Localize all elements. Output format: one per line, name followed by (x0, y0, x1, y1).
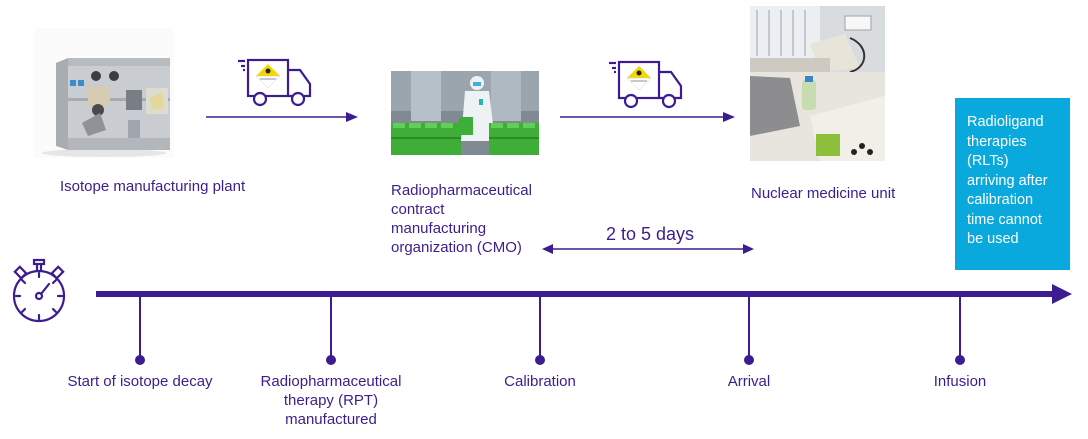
radioactive-delivery-truck-icon (236, 58, 316, 108)
radioactive-delivery-truck-icon (607, 60, 687, 110)
duration-label: 2 to 5 days (605, 224, 695, 244)
note-line: be used (967, 231, 1019, 247)
milestone-label-line: Calibration (504, 373, 576, 390)
flow-arrow-cmo-to-nuclear-unit (560, 110, 738, 124)
note-line: time cannot (967, 211, 1042, 228)
cleanroom-worker-photo (391, 71, 539, 155)
stopwatch-icon (10, 258, 72, 326)
milestone-dot (135, 355, 145, 365)
stage-label-cmo-line: manufacturing (391, 220, 487, 237)
note-line: arriving after (967, 172, 1048, 189)
milestone-label: Start of isotope decay (40, 372, 240, 391)
note-line: (RLTs) (967, 153, 1009, 169)
duration-double-arrow (541, 242, 757, 256)
rlt-calibration-note: Radioligand therapies (RLTs) arriving af… (955, 98, 1070, 270)
milestone-label: Radiopharmaceutical therapy (RPT) manufact… (231, 372, 431, 429)
milestone-label-line: therapy (RPT) (283, 392, 379, 409)
milestone-connector (748, 296, 750, 358)
milestone-dot (744, 355, 754, 365)
milestone-label-line: Start of isotope decay (67, 373, 213, 390)
timeline-axis (96, 283, 1076, 305)
nuclear-medicine-unit-photo (750, 6, 885, 161)
milestone-connector (139, 296, 141, 358)
isotope-manufacturing-plant-photo (34, 28, 174, 158)
milestone-label-line: Infusion (933, 373, 987, 390)
note-line: Radioligand (967, 114, 1044, 130)
stage-label-cmo-line: organization (CMO) (391, 239, 522, 256)
milestone-connector (539, 296, 541, 358)
milestone-label: Arrival (649, 372, 849, 391)
milestone-connector (330, 296, 332, 358)
note-line: calibration (967, 192, 1034, 208)
milestone-label-line: Arrival (727, 373, 771, 390)
milestone-label-line: Radiopharmaceutical (260, 373, 402, 390)
stage-label-cmo-line: Radiopharmaceutical (391, 182, 532, 199)
flow-arrow-plant-to-cmo (206, 110, 361, 124)
milestone-connector (959, 296, 961, 358)
milestone-label-line: manufactured (285, 411, 377, 428)
milestone-dot (955, 355, 965, 365)
milestone-label: Infusion (860, 372, 1060, 391)
milestone-label: Calibration (440, 372, 640, 391)
stage-label-cmo-line: contract (391, 201, 445, 218)
milestone-dot (326, 355, 336, 365)
stage-label-isotope-plant: Isotope manufacturing plant (60, 178, 246, 195)
note-line: therapies (967, 133, 1027, 150)
stage-label-nuclear-unit: Nuclear medicine unit (751, 185, 896, 202)
stage-label-cmo: Radiopharmaceutical contract manufacturi… (391, 181, 532, 257)
milestone-dot (535, 355, 545, 365)
